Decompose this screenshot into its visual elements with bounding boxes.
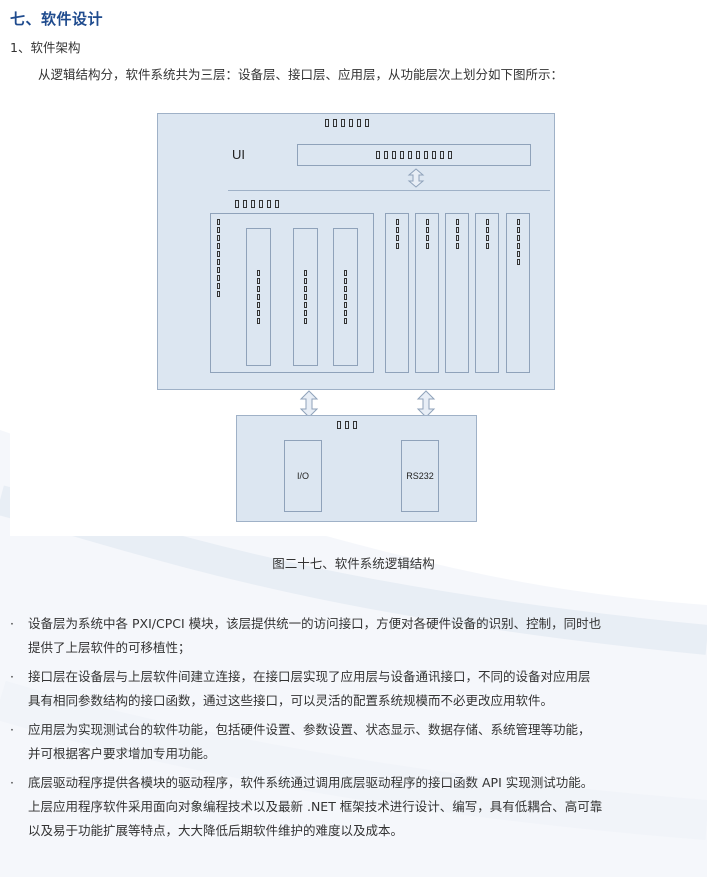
section-title: 七、软件设计 xyxy=(10,10,104,28)
bullet-text: 应用层为实现测试台的软件功能，包括硬件设置、参数设置、状态显示、数据存储、系统管… xyxy=(28,722,591,761)
bullet-dot: · xyxy=(10,616,14,631)
subsection-title: 1、软件架构 xyxy=(10,40,81,55)
bullet-item: · 设备层为系统中各 PXI/CPCI 模块，该层提供统一的访问接口，方便对各硬… xyxy=(10,612,700,660)
interface-layer-glyphs xyxy=(233,200,281,208)
interface-module-1 xyxy=(385,213,409,373)
bullet-item: · 底层驱动程序提供各模块的驱动程序，软件系统通过调用底层驱动程序的接口函数 A… xyxy=(10,771,700,843)
double-arrow-icon xyxy=(407,168,425,188)
bullet-text: 设备层为系统中各 PXI/CPCI 模块，该层提供统一的访问接口，方便对各硬件设… xyxy=(28,616,602,655)
ui-bar xyxy=(297,144,531,166)
driver-module-3 xyxy=(333,228,358,366)
software-layer-box: UI xyxy=(157,113,555,390)
io-module: I/O xyxy=(284,440,322,512)
figure-caption: 图二十七、软件系统逻辑结构 xyxy=(272,556,435,571)
group-label-glyphs xyxy=(217,218,220,298)
divider-line xyxy=(228,190,550,191)
bullet-dot: · xyxy=(10,722,14,737)
interface-module-3 xyxy=(445,213,469,373)
hardware-layer-box: I/O RS232 xyxy=(236,415,477,522)
io-label: I/O xyxy=(296,471,309,481)
bullet-item: · 接口层在设备层与上层软件间建立连接，在接口层实现了应用层与设备通讯接口，不同… xyxy=(10,665,700,713)
interface-module-5 xyxy=(506,213,530,373)
hardware-title-glyphs xyxy=(335,421,359,429)
driver-module-1 xyxy=(246,228,271,366)
bullet-dot: · xyxy=(10,775,14,790)
ui-label: UI xyxy=(232,147,245,162)
rs232-label: RS232 xyxy=(406,471,434,481)
layer-title-glyphs xyxy=(323,119,371,127)
rs232-module: RS232 xyxy=(401,440,439,512)
bullet-item: · 应用层为实现测试台的软件功能，包括硬件设置、参数设置、状态显示、数据存储、系… xyxy=(10,718,700,766)
interface-module-2 xyxy=(415,213,439,373)
intro-paragraph: 从逻辑结构分，软件系统共为三层：设备层、接口层、应用层，从功能层次上划分如下图所… xyxy=(38,67,564,82)
interface-module-4 xyxy=(475,213,499,373)
double-arrow-icon xyxy=(416,390,436,418)
bullet-text: 接口层在设备层与上层软件间建立连接，在接口层实现了应用层与设备通讯接口，不同的设… xyxy=(28,669,591,708)
driver-group-box xyxy=(210,213,374,373)
bullet-text: 底层驱动程序提供各模块的驱动程序，软件系统通过调用底层驱动程序的接口函数 API… xyxy=(28,775,603,838)
driver-module-2 xyxy=(293,228,318,366)
bullet-dot: · xyxy=(10,669,14,684)
double-arrow-icon xyxy=(299,390,319,418)
